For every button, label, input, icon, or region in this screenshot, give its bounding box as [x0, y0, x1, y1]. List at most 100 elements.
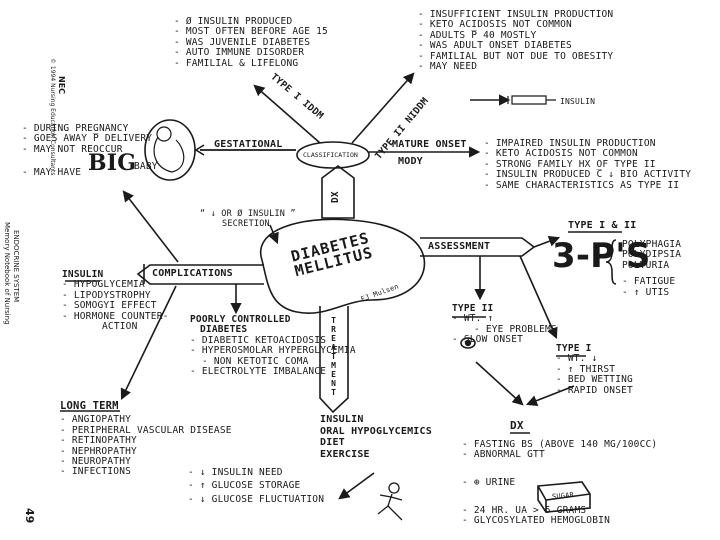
- dx-list: - FASTING BS (ABOVE 140 mg/100cc) - ABNO…: [462, 439, 658, 461]
- type2-notes: - INSUFFICIENT INSULIN PRODUCTION - KETO…: [418, 9, 614, 73]
- publisher-credit: © 1994 Nursing Education Consultants: [49, 58, 56, 176]
- mody-notes: - IMPAIRED INSULIN PRODUCTION - KETO ACI…: [484, 138, 692, 191]
- long-term-item: - ANGIOPATHY: [60, 414, 132, 426]
- type2-note: - WAS ADULT ONSET DIABETES: [418, 40, 572, 52]
- type1-note: - FAMILIAL & LIFELONG: [174, 57, 299, 69]
- treatment-list: INSULIN ORAL HYPOGLYCEMICS DIET EXERCISE: [320, 414, 432, 460]
- complications-label: COMPLICATIONS: [152, 268, 233, 279]
- poorly-controlled-item: - NON KETOTIC COMA: [202, 355, 309, 367]
- mody-note: - INSULIN PRODUCED ̅C ↓ BIO ACTIVITY: [484, 169, 692, 181]
- exercise-note: - ↑ GLUCOSE STORAGE: [188, 480, 301, 492]
- sugar-cube-label: SUGAR: [551, 491, 575, 501]
- insulin-complications-title: INSULIN: [62, 269, 104, 280]
- long-term-item: - INFECTIONS: [60, 466, 132, 478]
- treatment-item: ORAL HYPOGLYCEMICS: [320, 425, 432, 437]
- insulin-complication-item: ACTION: [102, 321, 138, 333]
- three-ps-item: POLYPHAGIA: [622, 239, 682, 250]
- assessment-label: ASSESSMENT: [428, 241, 491, 252]
- mature-onset-label: MATURE ONSET: [392, 139, 467, 150]
- complications-branch-shape: [136, 264, 264, 285]
- eye-icon: [460, 337, 476, 349]
- poorly-controlled-title: POORLY CONTROLLED: [190, 314, 291, 325]
- long-term-item: - NEPHROPATHY: [60, 445, 137, 457]
- sugar-cube-icon: [537, 481, 591, 513]
- assessment-type1-item: - WT. ↓: [556, 353, 598, 365]
- assessment-type2: TYPE II - WT. ↑ - EYE PROBLEMS - SLOW ON…: [452, 303, 557, 346]
- three-ps-list: POLYPHAGIA POLYDIPSIA POLYURIA - FATIGUE…: [622, 239, 682, 298]
- three-ps-item: POLYURIA: [622, 259, 670, 271]
- big-word: BIG: [88, 150, 137, 176]
- page-number: 49: [23, 508, 36, 524]
- treatment-label: TREATMENT: [329, 316, 338, 397]
- long-term: LONG TERM - ANGIOPATHY - PERIPHERAL VASC…: [60, 401, 232, 478]
- assessment-type1-item: - ↑ THIRST: [556, 363, 616, 375]
- book-section: ENDOCRINE SYSTEM: [12, 230, 20, 303]
- dx-item: - FASTING BS (ABOVE 140 mg/100cc): [462, 439, 658, 450]
- poorly-controlled-item: - ELECTROLYTE IMBALANCE: [190, 366, 327, 378]
- dx-item: - ⊕ URINE: [462, 477, 516, 488]
- gestational-label: GESTATIONAL: [214, 139, 283, 150]
- gestational-notes: - DURING PREGNANCY - GOES AWAY ̅P DELIVE…: [22, 123, 152, 155]
- mody-label: MODY: [398, 156, 423, 167]
- dx-title: DX: [510, 419, 524, 432]
- syringe-icon: [507, 95, 556, 105]
- exercise-notes: - ↓ INSULIN NEED - ↑ GLUCOSE STORAGE - ↓…: [188, 467, 325, 505]
- type1-note: - MOST OFTEN BEFORE AGE 15: [174, 26, 328, 38]
- assessment-type1: TYPE I - WT. ↓ - ↑ THIRST - BED WETTING …: [556, 343, 633, 396]
- exercise-note: - ↓ GLUCOSE FLUCTUATION: [188, 493, 325, 505]
- three-ps-label: 3-P's: [552, 236, 651, 276]
- secretion-line1: “ ↓ or Ø INSULIN ”: [200, 209, 296, 219]
- assessment-type1-item: - RAPID ONSET: [556, 384, 633, 396]
- long-term-item: - RETINOPATHY: [60, 435, 137, 447]
- assessment-types-title: TYPE I & II: [568, 220, 637, 231]
- type1-arrow: [253, 84, 321, 144]
- long-term-item: - NEUROPATHY: [60, 456, 132, 468]
- publisher-logo: NEC: [57, 76, 66, 95]
- assessment-type2-title: TYPE II: [452, 303, 494, 314]
- assessment-type2-item: - EYE PROBLEMS: [474, 323, 557, 335]
- three-ps-item: POLYDIPSIA: [622, 249, 682, 261]
- fetus-icon: [144, 119, 196, 181]
- gestational-note-baby: BABY: [134, 161, 158, 172]
- gestational-note: - MAY HAVE: [22, 167, 82, 178]
- dx-item: - ABNORMAL GTT: [462, 449, 545, 461]
- center-blob: [259, 218, 426, 314]
- gestational-note: - MAY NOT REOCCUR: [22, 143, 123, 155]
- long-term-item: - PERIPHERAL VASCULAR DISEASE: [60, 424, 232, 436]
- insulin-complications: INSULIN - HYPOGLYCEMIA - LIPODYSTROPHY -…: [62, 269, 169, 333]
- insulin-syringe-label: INSULIN: [560, 97, 596, 106]
- runner-icon: [377, 482, 403, 521]
- three-ps-item: - FATIGUE: [622, 276, 676, 288]
- insulin-complication-item: - SOMOGYI EFFECT: [62, 300, 157, 312]
- book-title: Memory Notebook of Nursing: [3, 222, 11, 325]
- gestational-note: - DURING PREGNANCY: [22, 123, 129, 134]
- poorly-controlled: POORLY CONTROLLED DIABETES - DIABETIC KE…: [190, 314, 356, 378]
- dx-item: - GLYCOSYLATED HEMOGLOBIN: [462, 515, 610, 527]
- type2-note: - FAMILIAL BUT NOT DUE TO OBESITY: [418, 50, 614, 62]
- type1-notes: - Ø INSULIN PRODUCED - MOST OFTEN BEFORE…: [174, 16, 328, 69]
- poorly-controlled-item: - DIABETIC KETOACIDOSIS: [190, 334, 327, 346]
- insulin-complication-item: - HORMONE COUNTER-: [62, 310, 169, 322]
- insulin-complication-item: - LIPODYSTROPHY: [62, 289, 151, 301]
- type1-note: - Ø INSULIN PRODUCED: [174, 16, 293, 27]
- treatment-item: EXERCISE: [320, 448, 370, 460]
- assessment-type1-item: - BED WETTING: [556, 374, 633, 386]
- poorly-controlled-item: - HYPEROSMOLAR HYPERGLYCEMIA: [190, 345, 356, 357]
- type1-note: - AUTO IMMUNE DISORDER: [174, 47, 305, 59]
- mody-note: - KETO ACIDOSIS NOT COMMON: [484, 148, 638, 160]
- mody-note: - STRONG FAMILY HX OF TYPE II: [484, 158, 656, 170]
- treatment-branch-shape: [319, 306, 349, 414]
- assessment-type2-item: - WT. ↑: [452, 313, 494, 325]
- insulin-complication-item: - HYPOGLYCEMIA: [62, 279, 145, 291]
- treatment-item: INSULIN: [320, 414, 364, 425]
- poorly-controlled-title: DIABETES: [200, 324, 248, 336]
- dx-branch-label: DX: [329, 191, 341, 204]
- secretion-line2: SECRETION: [222, 219, 270, 230]
- classification-label: CLASSIFICATION: [303, 151, 358, 159]
- three-ps-item: - ↑ UTIs: [622, 286, 670, 298]
- type2-note: - MAY NEED: [418, 61, 478, 73]
- assessment-type1-title: TYPE I: [556, 343, 592, 354]
- exercise-note: - ↓ INSULIN NEED: [188, 467, 283, 478]
